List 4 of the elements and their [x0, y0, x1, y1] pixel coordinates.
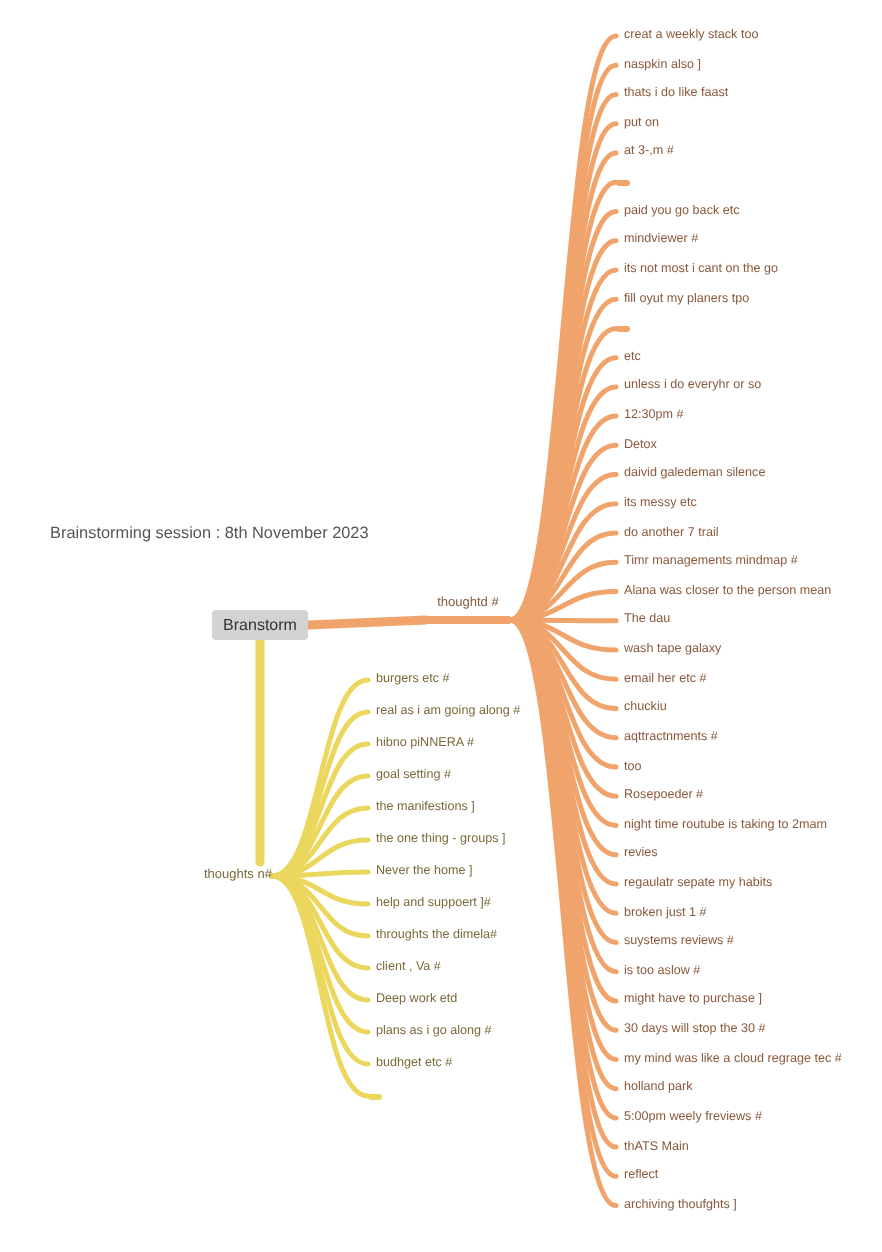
branch-connector	[303, 615, 431, 630]
diagram-title: Brainstorming session : 8th November 2023	[50, 524, 369, 542]
central-topic-box: Branstorm	[212, 610, 308, 640]
branch-connector	[255, 635, 265, 867]
